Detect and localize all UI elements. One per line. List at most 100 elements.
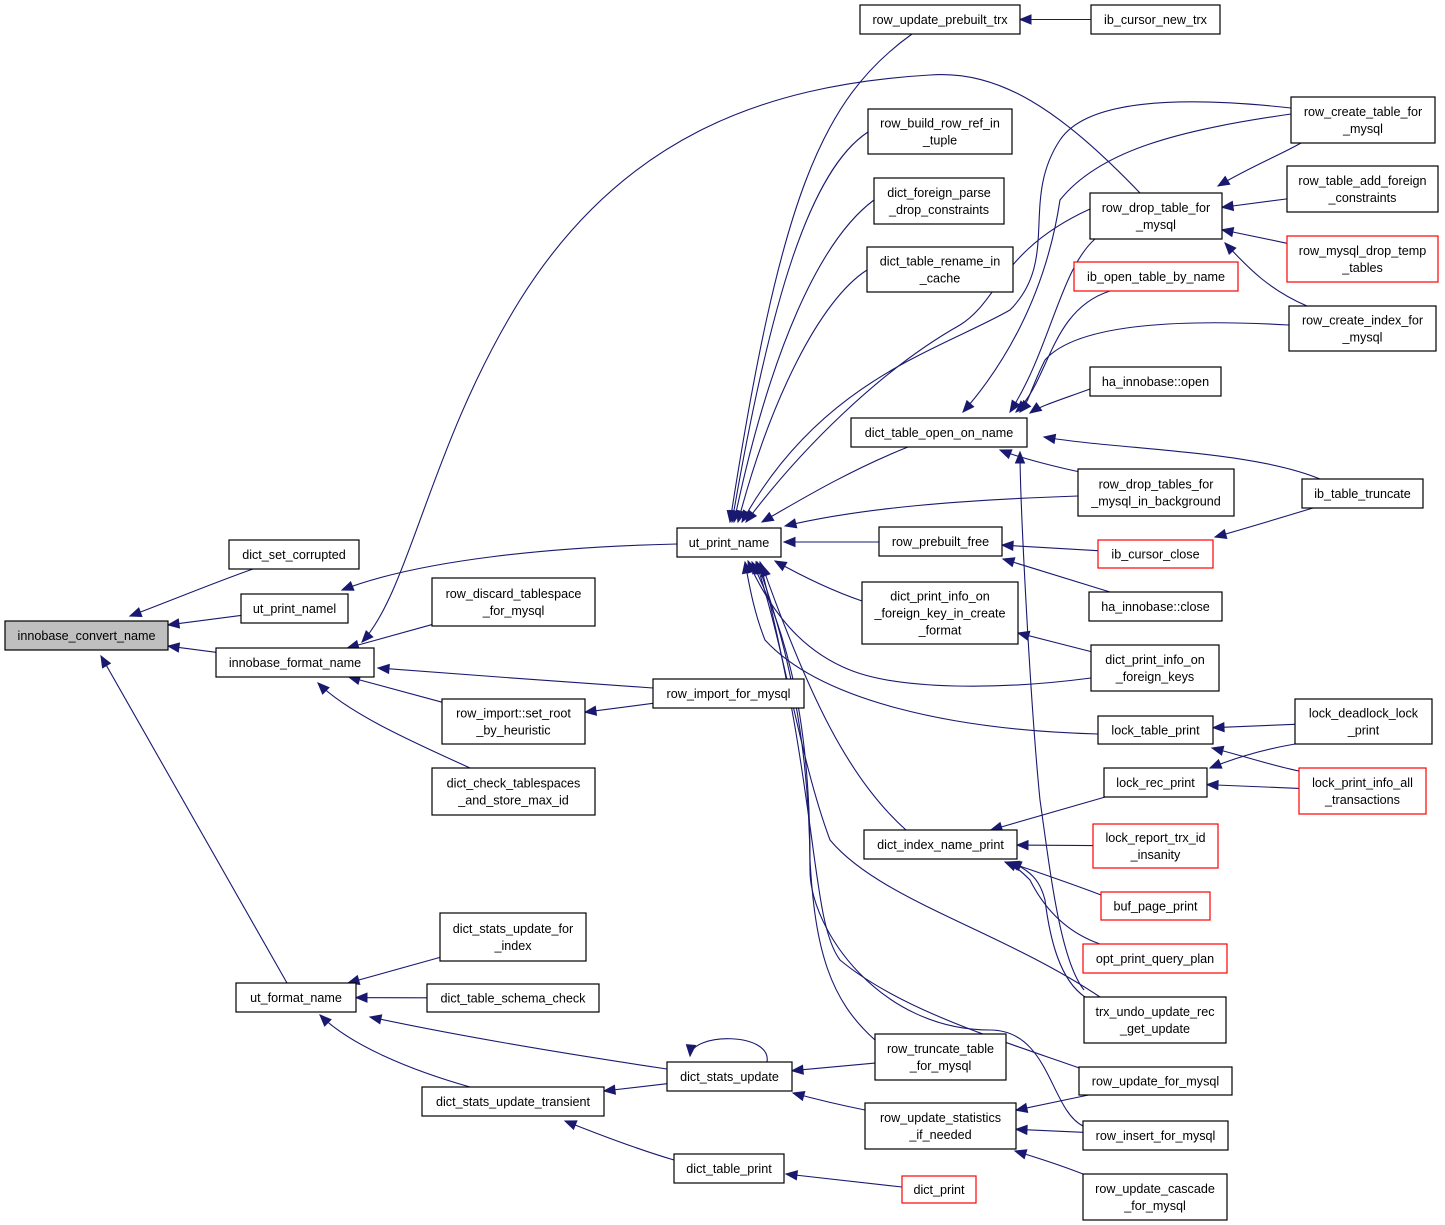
node-box[interactable] <box>1103 767 1208 798</box>
node-box[interactable] <box>439 912 587 962</box>
node-box[interactable] <box>863 829 1018 860</box>
node-ib-cursor-new-trx[interactable]: ib_cursor_new_trx <box>1090 4 1221 35</box>
node-dict-print[interactable]: dict_print <box>901 1175 977 1204</box>
node-ha-innobase-close[interactable]: ha_innobase::close <box>1088 591 1223 622</box>
node-box[interactable] <box>426 983 600 1013</box>
node-box[interactable] <box>1097 715 1214 745</box>
node-dict-print-info-on-foreign-keys[interactable]: dict_print_info_on_foreign_keys <box>1090 644 1220 692</box>
node-ut-print-namel[interactable]: ut_print_namel <box>240 593 349 624</box>
node-box[interactable] <box>4 620 169 651</box>
node-box[interactable] <box>431 767 596 816</box>
node-dict-table-print[interactable]: dict_table_print <box>673 1153 785 1184</box>
node-row-update-for-mysql[interactable]: row_update_for_mysql <box>1078 1066 1233 1096</box>
node-box[interactable] <box>1089 366 1222 397</box>
node-dict-set-corrupted[interactable]: dict_set_corrupted <box>228 539 360 570</box>
node-innobase-convert-name[interactable]: innobase_convert_name <box>4 620 169 651</box>
node-lock-report-trx-id-insanity[interactable]: lock_report_trx_id_insanity <box>1092 823 1219 869</box>
node-box[interactable] <box>867 108 1013 155</box>
node-dict-table-open-on-name[interactable]: dict_table_open_on_name <box>850 417 1028 448</box>
node-ib-cursor-close[interactable]: ib_cursor_close <box>1097 539 1214 569</box>
node-box[interactable] <box>421 1086 605 1117</box>
node-box[interactable] <box>1286 165 1439 213</box>
node-row-insert-for-mysql[interactable]: row_insert_for_mysql <box>1082 1120 1229 1151</box>
node-dict-table-schema-check[interactable]: dict_table_schema_check <box>426 983 600 1013</box>
node-row-mysql-drop-temp-tables[interactable]: row_mysql_drop_temp_tables <box>1286 235 1439 283</box>
node-ut-print-name[interactable]: ut_print_name <box>676 527 782 558</box>
node-ib-open-table-by-name[interactable]: ib_open_table_by_name <box>1073 261 1239 292</box>
node-innobase-format-name[interactable]: innobase_format_name <box>215 647 375 678</box>
node-row-truncate-table-for-mysql[interactable]: row_truncate_table_for_mysql <box>874 1033 1007 1081</box>
node-box[interactable] <box>673 1153 785 1184</box>
node-box[interactable] <box>861 581 1019 645</box>
node-row-prebuilt-free[interactable]: row_prebuilt_free <box>878 526 1003 557</box>
node-dict-stats-update-transient[interactable]: dict_stats_update_transient <box>421 1086 605 1117</box>
node-box[interactable] <box>1088 591 1223 622</box>
node-dict-stats-update-for-index[interactable]: dict_stats_update_for_index <box>439 912 587 962</box>
node-box[interactable] <box>873 177 1005 225</box>
node-opt-print-query-plan[interactable]: opt_print_query_plan <box>1082 943 1228 974</box>
node-box[interactable] <box>1298 767 1427 815</box>
node-dict-table-rename-in-cache[interactable]: dict_table_rename_in_cache <box>866 246 1014 293</box>
node-row-create-table-for-mysql[interactable]: row_create_table_for_mysql <box>1290 96 1436 144</box>
node-box[interactable] <box>652 678 805 709</box>
node-box[interactable] <box>1097 539 1214 569</box>
node-lock-rec-print[interactable]: lock_rec_print <box>1103 767 1208 798</box>
node-box[interactable] <box>1083 996 1227 1044</box>
node-box[interactable] <box>1100 891 1211 921</box>
node-box[interactable] <box>1082 1120 1229 1151</box>
node-box[interactable] <box>240 593 349 624</box>
node-buf-page-print[interactable]: buf_page_print <box>1100 891 1211 921</box>
node-box[interactable] <box>215 647 375 678</box>
node-box[interactable] <box>878 526 1003 557</box>
node-lock-table-print[interactable]: lock_table_print <box>1097 715 1214 745</box>
node-dict-check-tablespaces-and-store-max-id[interactable]: dict_check_tablespaces_and_store_max_id <box>431 767 596 816</box>
node-dict-foreign-parse-drop-constraints[interactable]: dict_foreign_parse_drop_constraints <box>873 177 1005 225</box>
node-row-drop-tables-for-mysql-in-background[interactable]: row_drop_tables_for_mysql_in_background <box>1077 468 1235 517</box>
node-box[interactable] <box>1077 468 1235 517</box>
node-row-update-prebuilt-trx[interactable]: row_update_prebuilt_trx <box>859 4 1021 35</box>
node-box[interactable] <box>850 417 1028 448</box>
node-box[interactable] <box>1073 261 1239 292</box>
node-row-create-index-for-mysql[interactable]: row_create_index_for_mysql <box>1288 305 1437 352</box>
node-box[interactable] <box>859 4 1021 35</box>
node-row-update-cascade-for-mysql[interactable]: row_update_cascade_for_mysql <box>1082 1173 1228 1221</box>
node-box[interactable] <box>441 698 586 745</box>
node-box[interactable] <box>1290 96 1436 144</box>
node-dict-stats-update[interactable]: dict_stats_update <box>666 1061 793 1092</box>
node-box[interactable] <box>874 1033 1007 1081</box>
node-box[interactable] <box>1301 478 1424 509</box>
node-dict-index-name-print[interactable]: dict_index_name_print <box>863 829 1018 860</box>
node-row-build-row-ref-in-tuple[interactable]: row_build_row_ref_in_tuple <box>867 108 1013 155</box>
node-box[interactable] <box>228 539 360 570</box>
node-ha-innobase-open[interactable]: ha_innobase::open <box>1089 366 1222 397</box>
node-ut-format-name[interactable]: ut_format_name <box>235 982 357 1013</box>
node-box[interactable] <box>1090 644 1220 692</box>
node-ib-table-truncate[interactable]: ib_table_truncate <box>1301 478 1424 509</box>
node-box[interactable] <box>866 246 1014 293</box>
node-box[interactable] <box>864 1102 1017 1150</box>
node-box[interactable] <box>431 577 596 627</box>
node-dict-print-info-on-foreign-key-in-create-format[interactable]: dict_print_info_on_foreign_key_in_create… <box>861 581 1019 645</box>
node-row-update-statistics-if-needed[interactable]: row_update_statistics_if_needed <box>864 1102 1017 1150</box>
node-box[interactable] <box>1089 192 1223 240</box>
node-lock-print-info-all-transactions[interactable]: lock_print_info_all_transactions <box>1298 767 1427 815</box>
node-box[interactable] <box>1090 4 1221 35</box>
node-lock-deadlock-lock-print[interactable]: lock_deadlock_lock_print <box>1294 698 1433 745</box>
node-row-discard-tablespace-for-mysql[interactable]: row_discard_tablespace_for_mysql <box>431 577 596 627</box>
node-box[interactable] <box>1288 305 1437 352</box>
node-box[interactable] <box>1286 235 1439 283</box>
node-row-table-add-foreign-constraints[interactable]: row_table_add_foreign_constraints <box>1286 165 1439 213</box>
node-row-import-set-root-by-heuristic[interactable]: row_import::set_root_by_heuristic <box>441 698 586 745</box>
node-box[interactable] <box>901 1175 977 1204</box>
node-box[interactable] <box>235 982 357 1013</box>
node-trx-undo-update-rec-get-update[interactable]: trx_undo_update_rec_get_update <box>1083 996 1227 1044</box>
node-box[interactable] <box>1078 1066 1233 1096</box>
node-box[interactable] <box>1294 698 1433 745</box>
node-row-import-for-mysql[interactable]: row_import_for_mysql <box>652 678 805 709</box>
node-row-drop-table-for-mysql[interactable]: row_drop_table_for_mysql <box>1089 192 1223 240</box>
node-box[interactable] <box>1082 1173 1228 1221</box>
node-box[interactable] <box>666 1061 793 1092</box>
node-box[interactable] <box>676 527 782 558</box>
node-box[interactable] <box>1082 943 1228 974</box>
node-box[interactable] <box>1092 823 1219 869</box>
